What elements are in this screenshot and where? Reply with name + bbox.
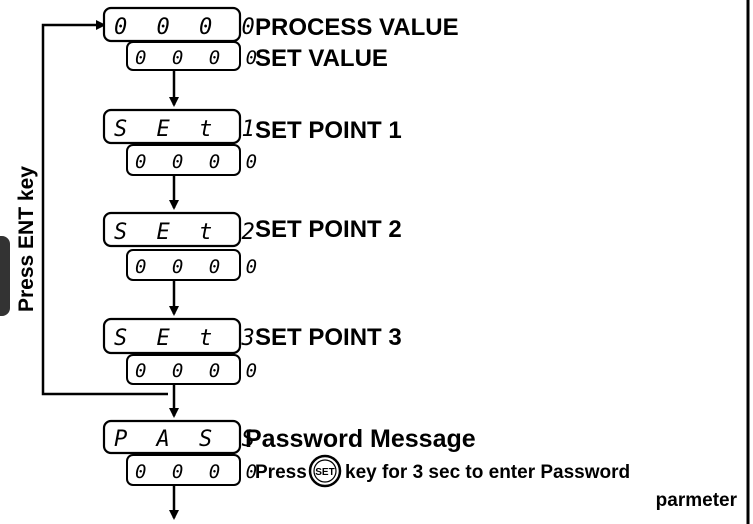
display-bottom-text: 0 0 0 0 [135, 256, 264, 278]
display-bottom-text: 0 0 0 0 [135, 461, 264, 483]
display-top [102, 108, 242, 145]
loop-back-line [41, 20, 168, 396]
step-set-point-3: S E t 3 0 0 0 0 SET POINT 3 [102, 317, 402, 385]
step-label: SET POINT 2 [255, 216, 402, 243]
set-key-icon-inner [313, 459, 337, 483]
step-label: PROCESS VALUE [255, 14, 459, 41]
step-label: Password Message [245, 425, 476, 453]
password-note: Press SET key for 3 sec to enter Passwor… [255, 454, 738, 511]
side-label: Press ENT key [15, 166, 38, 312]
step-password: P A S S 0 0 0 0 Password Message [102, 419, 476, 486]
display-bottom-text: 0 0 0 0 [135, 151, 264, 173]
display-top-text: P A S S [114, 427, 263, 452]
step-label: SET POINT 3 [255, 324, 402, 351]
display-bottom [126, 354, 241, 385]
set-key-label: SET [315, 467, 334, 478]
display-bottom [126, 144, 241, 176]
step-sublabel: SET VALUE [255, 45, 388, 72]
display-top [102, 317, 242, 355]
display-bottom [126, 41, 241, 71]
note-line2: parmeter [656, 490, 738, 511]
display-bottom-text: 0 0 0 0 [135, 360, 264, 382]
step-set-point-1: S E t 1 0 0 0 0 SET POINT 1 [102, 108, 402, 176]
display-top-text: S E t 2 [114, 220, 263, 245]
display-top-text: S E t 3 [114, 326, 263, 351]
display-bottom [126, 454, 241, 486]
display-top-text: S E t 1 [114, 117, 263, 142]
display-top-text: 0 0 0 0 [114, 15, 263, 40]
step-label: SET POINT 1 [255, 117, 402, 144]
note-press: Press [255, 462, 307, 483]
step-set-point-2: S E t 2 0 0 0 0 SET POINT 2 [102, 211, 402, 281]
ent-key-tab [0, 236, 10, 316]
display-bottom-text: 0 0 0 0 [135, 47, 264, 69]
display-bottom [126, 249, 241, 281]
display-top [102, 419, 242, 455]
note-rest: key for 3 sec to enter Password [345, 462, 630, 483]
display-top [102, 211, 242, 248]
step-process-value: 0 0 0 0 0 0 0 0 PROCESS VALUE SET VALUE [102, 6, 459, 72]
